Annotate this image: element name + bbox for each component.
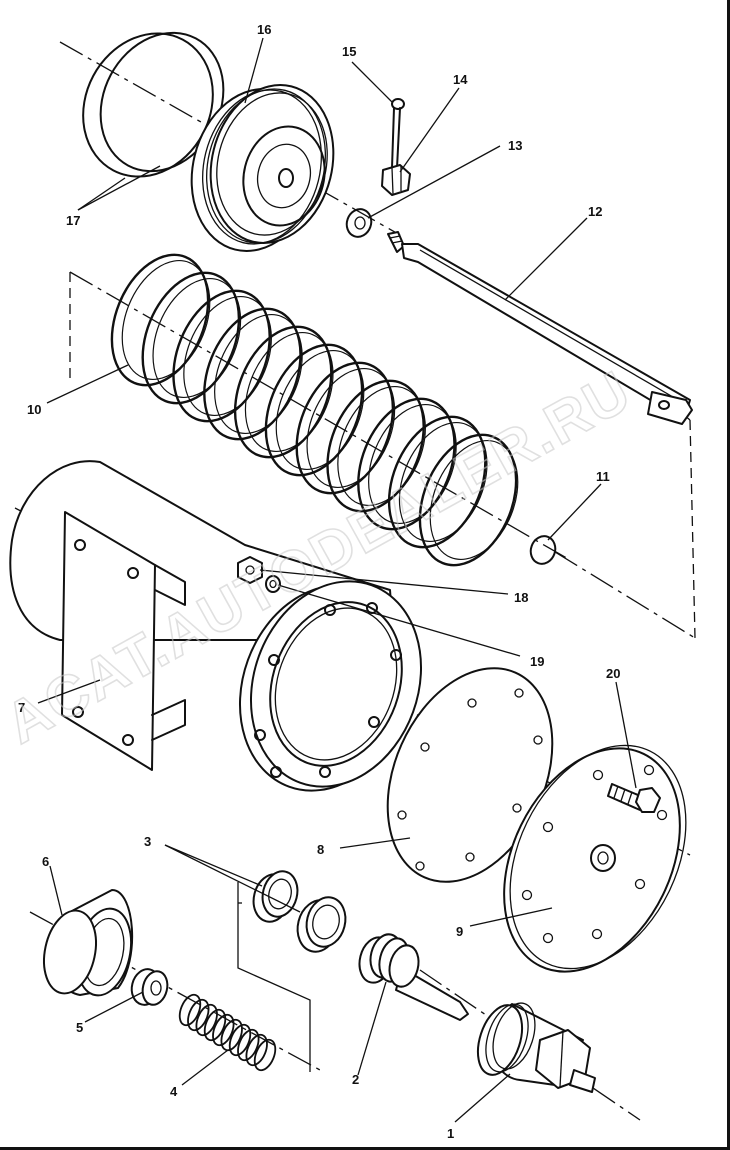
spring-coil: [387, 415, 487, 549]
callout-3: 3: [144, 834, 151, 849]
part-13-washer: [345, 208, 373, 238]
spring-coil: [275, 349, 365, 471]
callout-17: 17: [66, 213, 80, 228]
spring-coil: [357, 397, 456, 531]
callout-7: 7: [18, 700, 25, 715]
spring-coil: [214, 313, 303, 435]
callout-10: 10: [27, 402, 41, 417]
callout-11: 11: [596, 469, 610, 484]
callouts: 16 15 14 13 12 17 10 11 18 19 20 7 8 9 3…: [18, 22, 620, 1141]
leader-lines: [37, 37, 637, 1123]
spring-coil: [398, 421, 488, 543]
spring-coil: [368, 403, 457, 525]
part-6-cap-nut: [43, 889, 134, 997]
spring-coil: [172, 289, 271, 423]
callout-5: 5: [76, 1020, 83, 1035]
callout-13: 13: [508, 138, 522, 153]
callout-9: 9: [456, 924, 463, 939]
callout-8: 8: [317, 842, 324, 857]
callout-19: 19: [530, 654, 544, 669]
spring-coil: [141, 271, 241, 405]
callout-14: 14: [453, 72, 468, 87]
callout-16: 16: [257, 22, 271, 37]
part-20-bolt: [607, 783, 661, 813]
spring-coil: [183, 295, 272, 417]
spring-coil: [418, 433, 518, 567]
spring-coil: [203, 307, 302, 441]
callout-6: 6: [42, 854, 49, 869]
callout-20: 20: [606, 666, 620, 681]
part-16-piston: [190, 84, 335, 252]
spring-coil: [110, 253, 210, 387]
spring-coil: [121, 259, 211, 381]
part-15-cotter-pin: [391, 98, 405, 169]
part-10-spring: [110, 253, 519, 567]
callout-15: 15: [342, 44, 356, 59]
part-12-rod: [387, 231, 693, 425]
callout-18: 18: [514, 590, 528, 605]
part-7-housing: [9, 460, 423, 792]
spring-coil: [195, 1003, 218, 1037]
part-19-washer: [265, 575, 281, 593]
spring-coil: [326, 379, 425, 513]
callout-12: 12: [588, 204, 602, 219]
spring-coil: [253, 1038, 277, 1072]
spring-coil: [212, 1013, 235, 1047]
spring-coil: [237, 1028, 260, 1062]
spring-coil: [337, 385, 426, 507]
callout-1: 1: [447, 1126, 454, 1141]
spring-coil: [245, 1033, 268, 1067]
part-18-nut: [237, 556, 263, 584]
spring-coil: [178, 993, 202, 1027]
spring-coil: [187, 998, 210, 1032]
part-5-seat: [130, 968, 169, 1006]
spring-coil: [228, 1023, 252, 1057]
spring-coil: [220, 1018, 243, 1052]
spring-coil: [233, 325, 333, 459]
spring-coil: [152, 277, 242, 399]
part-1-adjuster-body: [476, 1002, 596, 1093]
spring-coil: [244, 331, 334, 453]
part-2-valve-spool: [358, 933, 469, 1021]
callout-4: 4: [170, 1084, 178, 1099]
part-4-small-spring: [178, 993, 277, 1072]
spring-coil: [203, 1008, 227, 1042]
part-14-castle-nut: [381, 164, 411, 196]
spring-coil: [306, 367, 396, 489]
callout-2: 2: [352, 1072, 359, 1087]
spring-coil: [295, 361, 395, 495]
spring-coil: [429, 439, 519, 561]
spring-coil: [264, 343, 364, 477]
part-11-snap-ring: [529, 535, 557, 565]
